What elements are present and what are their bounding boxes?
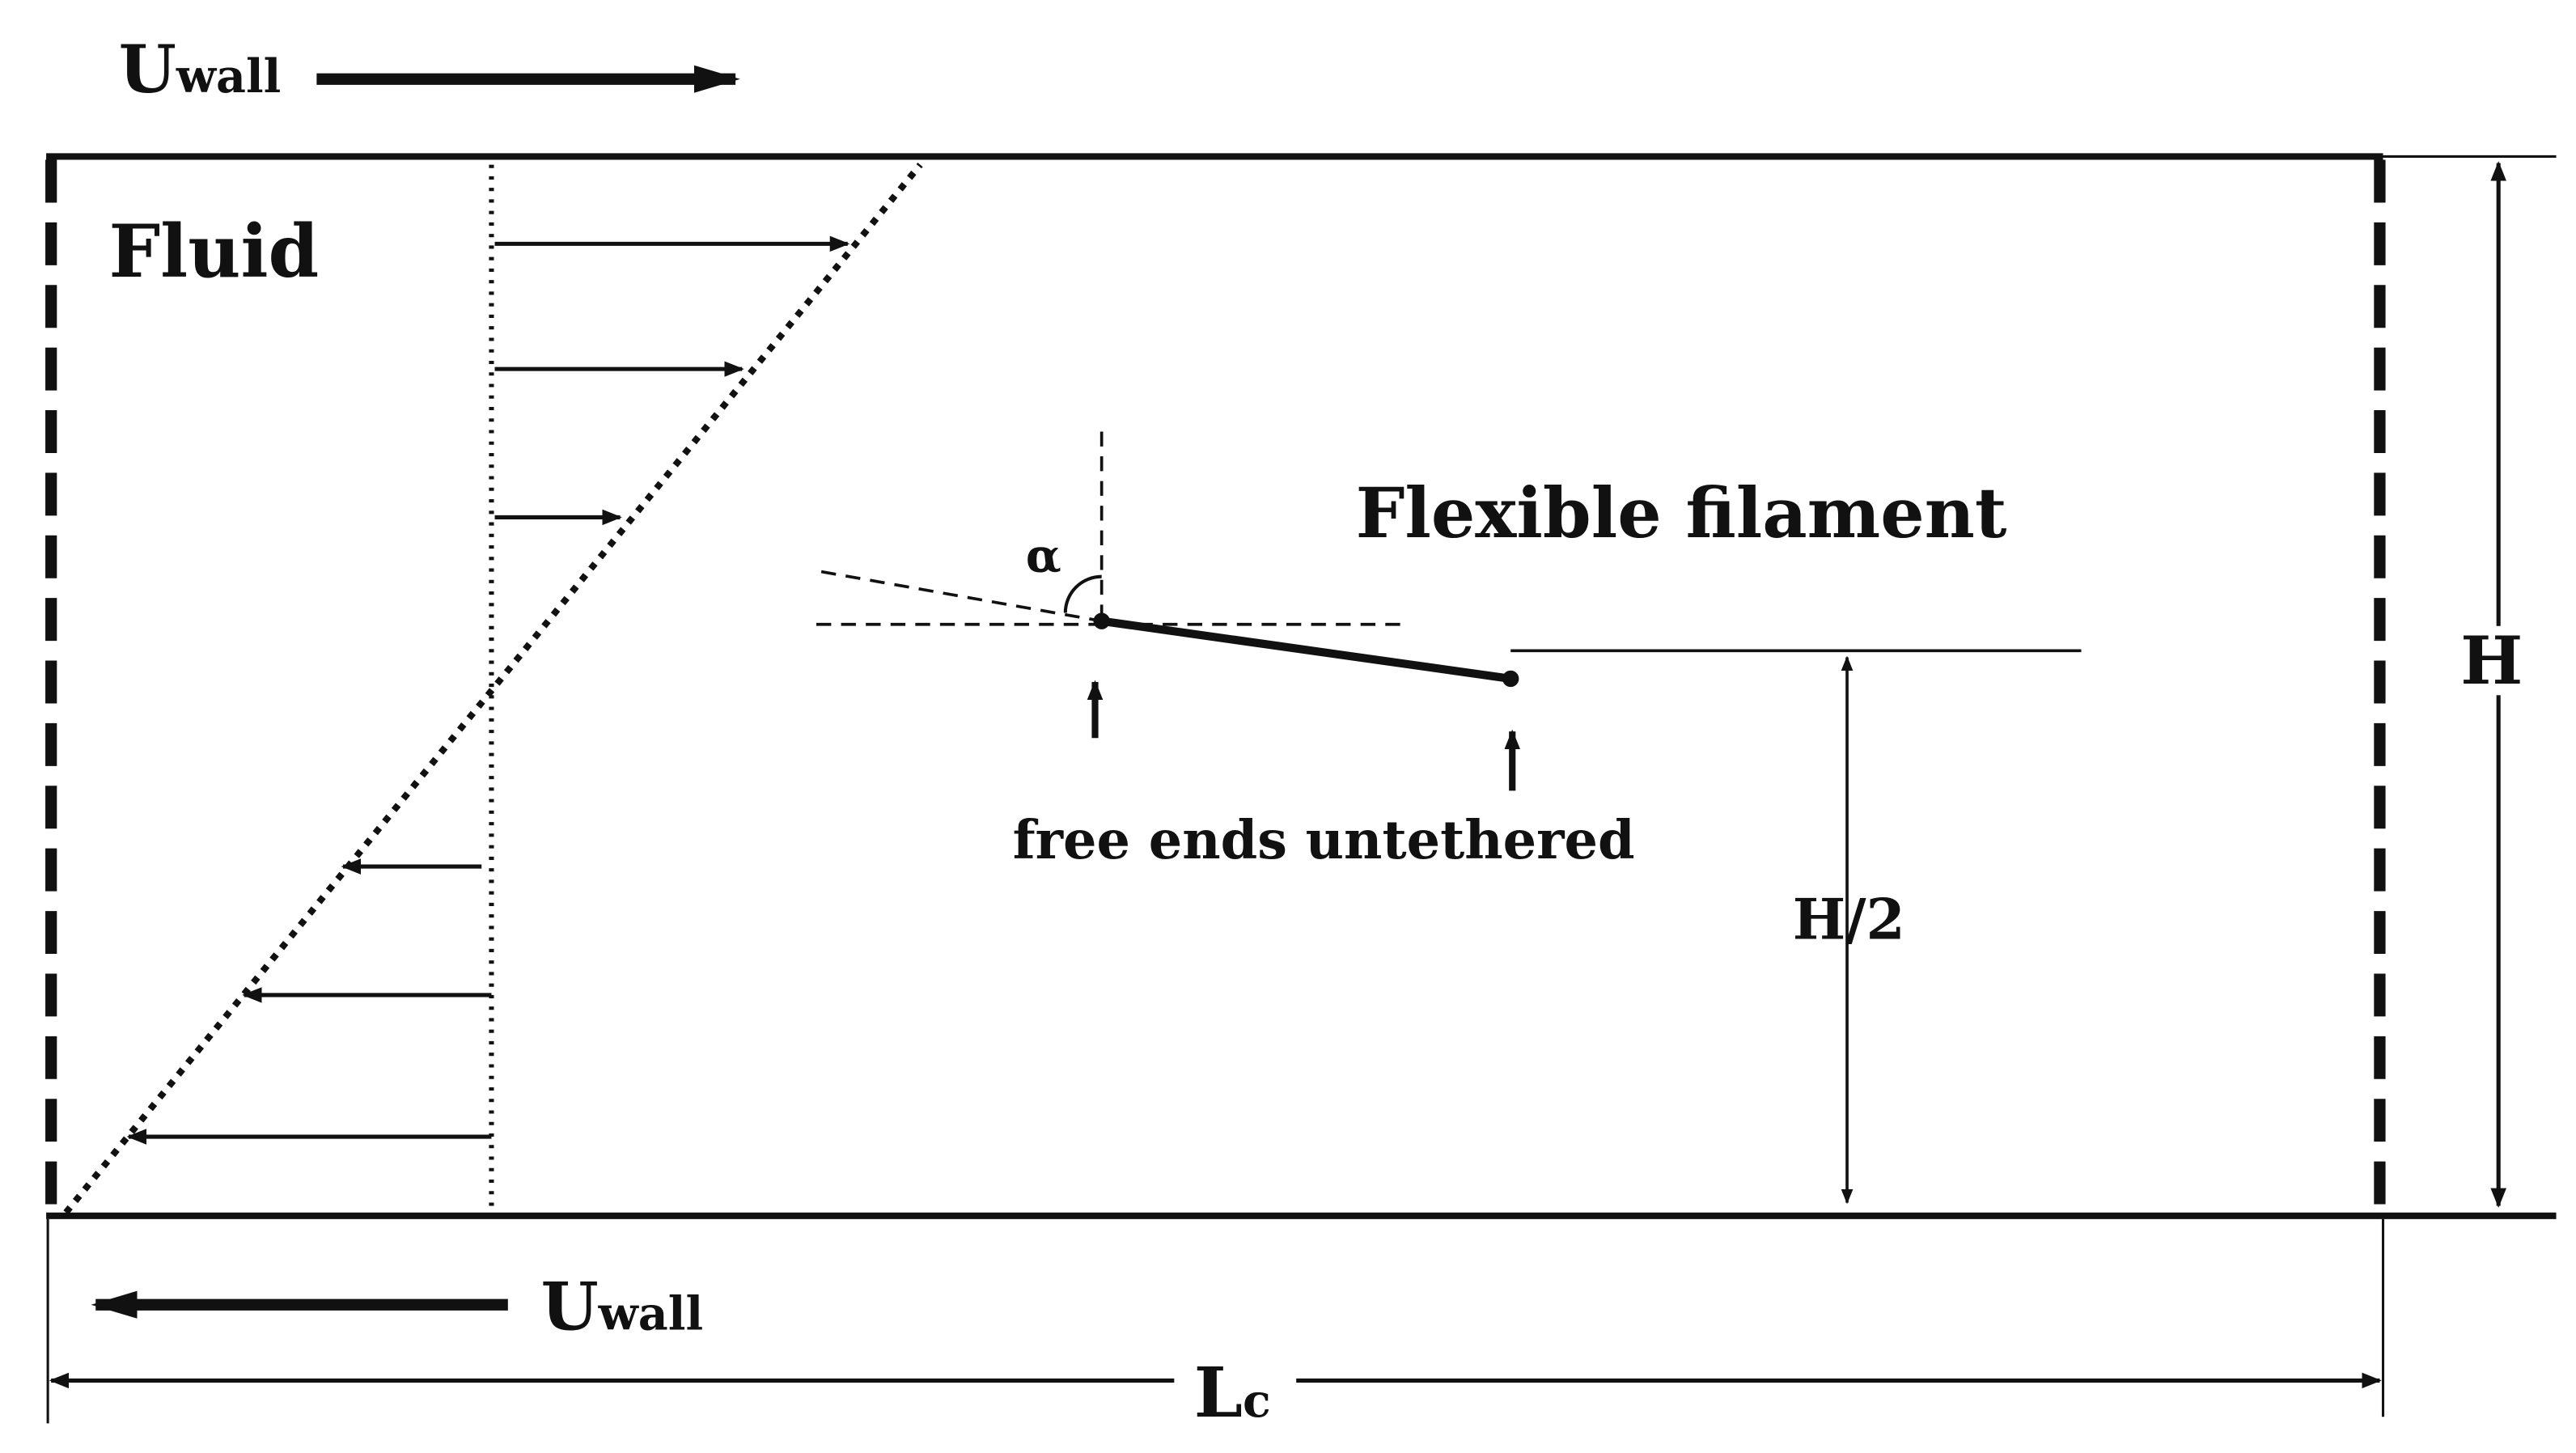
- linear-velocity-profile: [63, 163, 923, 1215]
- filament-extension-line: [820, 570, 1102, 623]
- alpha-label: α: [1026, 529, 1061, 583]
- flexible-filament-label: Flexible filament: [1356, 473, 2007, 554]
- height-label-background: [2457, 625, 2540, 696]
- bottom-wall-velocity-label: Uwall: [541, 1268, 704, 1345]
- height-label: H: [2460, 622, 2523, 700]
- angle-arc: [1063, 574, 1102, 613]
- free-ends-label: free ends untethered: [1013, 810, 1635, 871]
- fluid-label: Fluid: [109, 210, 320, 294]
- flexible-filament: [1100, 616, 1511, 683]
- length-label: Lc: [1194, 1353, 1271, 1434]
- half-height-label: H/2: [1793, 887, 1905, 953]
- filament-leading-end: [1093, 612, 1110, 629]
- top-wall-velocity-label: Uwall: [119, 31, 282, 108]
- length-label-background: [1174, 1347, 1297, 1430]
- filament-trailing-end: [1502, 670, 1519, 688]
